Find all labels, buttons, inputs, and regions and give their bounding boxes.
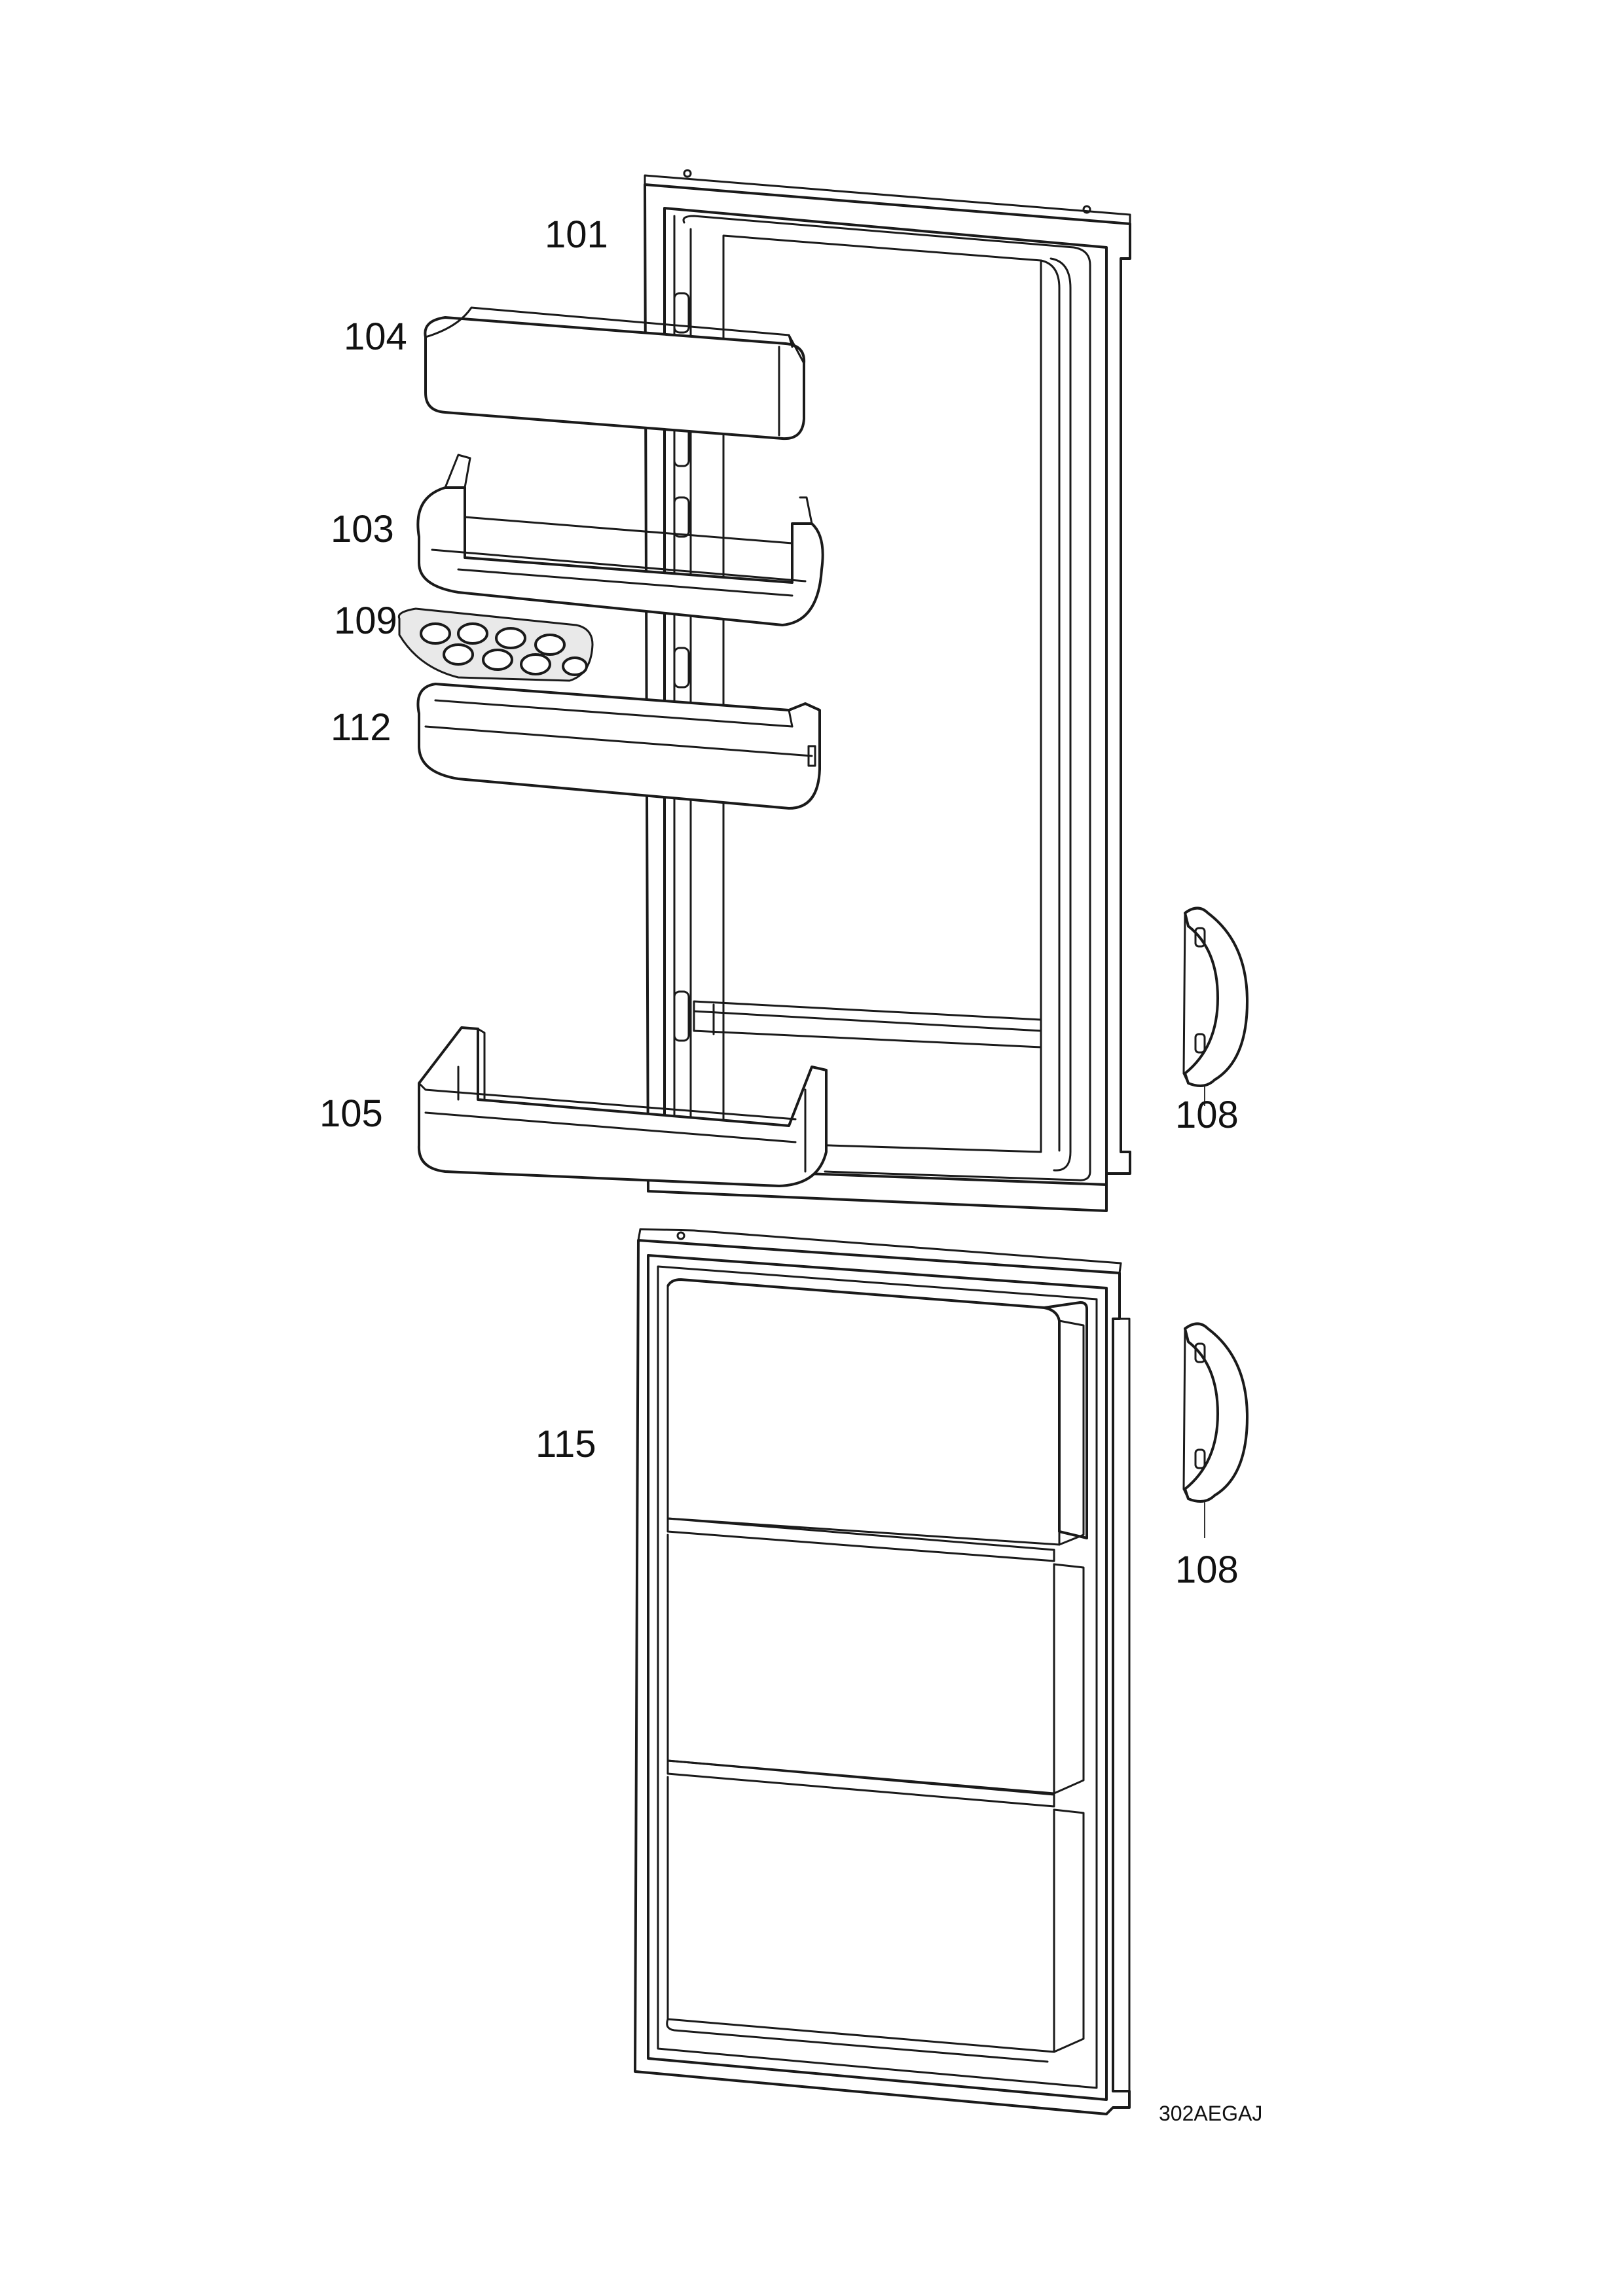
drawing-code: 302AEGAJ	[1159, 2102, 1263, 2125]
egg-tray-drawing	[397, 607, 594, 682]
part-label-105: 105	[319, 1092, 383, 1135]
handle-upper-drawing	[1182, 906, 1249, 1106]
bottle-shelf-drawing	[417, 1026, 828, 1187]
door-shelf-top-drawing	[416, 454, 824, 626]
part-label-109: 109	[334, 600, 397, 642]
upper-door-drawing	[644, 169, 1131, 1212]
part-label-104: 104	[344, 315, 407, 358]
door-shelf-middle-drawing	[416, 683, 821, 810]
handle-lower-drawing	[1182, 1322, 1249, 1538]
lower-door-drawing	[634, 1228, 1131, 2115]
part-label-115: 115	[536, 1423, 596, 1465]
part-label-108-lower: 108	[1175, 1549, 1239, 1591]
part-label-103: 103	[331, 508, 394, 550]
butter-compartment-drawing	[424, 306, 806, 440]
part-label-112: 112	[331, 706, 392, 749]
part-label-108-upper: 108	[1175, 1094, 1239, 1136]
part-label-101: 101	[545, 213, 608, 256]
